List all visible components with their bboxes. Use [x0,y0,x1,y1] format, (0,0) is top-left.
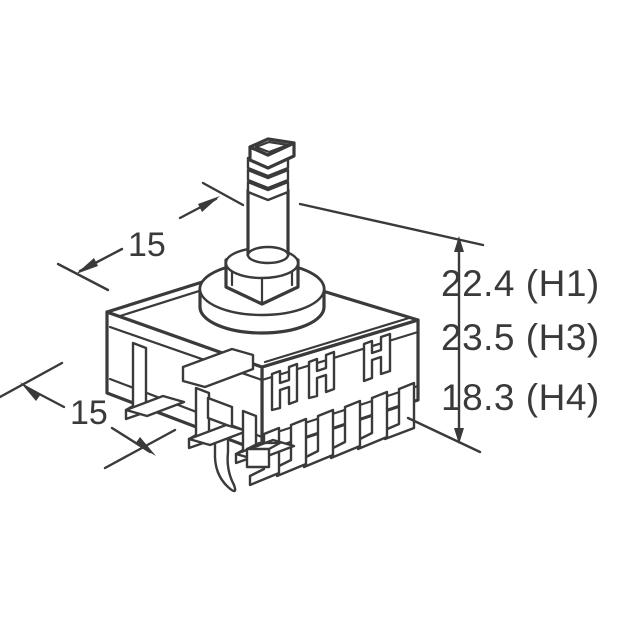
shaft-cap-top-inner [254,140,290,154]
extension-line-top-right [201,181,245,207]
terminal-pin [356,390,389,451]
body-clip-features [270,332,392,412]
dimension-label-width-bottom: 15 [70,394,108,432]
arrowhead-down [454,428,464,444]
terminal-pins-right [248,381,416,487]
arrowhead-up-left [20,382,41,401]
mount-bracket-foot [124,394,186,418]
terminal-pin [302,408,335,469]
arrowhead-down-left [76,258,98,274]
leader-line-bottom [406,416,482,454]
body-right-lower-rim [260,384,420,439]
shaft-rib-1 [246,180,290,202]
extension-line-bot-right [103,428,177,470]
clip-notch-right-1 [362,332,392,383]
dimension-label-h4: 18.3 (H4) [441,377,600,418]
extension-line-top-left [56,262,110,292]
shaft-rib-2 [246,168,290,190]
dimension-width-top [56,181,245,292]
extension-line-bot-left [0,361,64,399]
dimension-label-h3: 23.5 (H3) [441,317,600,358]
shaft-cap-top [248,137,296,157]
rotary-shaft [246,137,296,265]
center-square-pin-edge [245,441,282,451]
mount-tab-plate [181,347,255,389]
shaft-mount-assembly [198,241,326,335]
arrowhead-up-right [198,196,220,212]
body-top-seam-right [263,316,411,364]
leader-line-top [298,202,485,247]
mount-hook-bracket [213,428,237,493]
clip-notch-right-2 [307,350,336,400]
terminal-pin [329,399,362,460]
dimension-height-vertical [298,202,485,454]
clip-notch-right-3 [270,362,299,412]
mount-bracket-tall [124,341,148,421]
terminal-pins-left [124,341,296,493]
dimension-label-width-top: 15 [128,226,166,264]
arrowhead-up [454,236,464,252]
dimension-label-h1: 22.4 (H1) [441,263,600,304]
arrowhead-down-right [135,437,156,456]
dimension-width-bottom [0,361,177,470]
center-square-pin [245,447,271,469]
shaft-top-ellipse [246,245,290,265]
